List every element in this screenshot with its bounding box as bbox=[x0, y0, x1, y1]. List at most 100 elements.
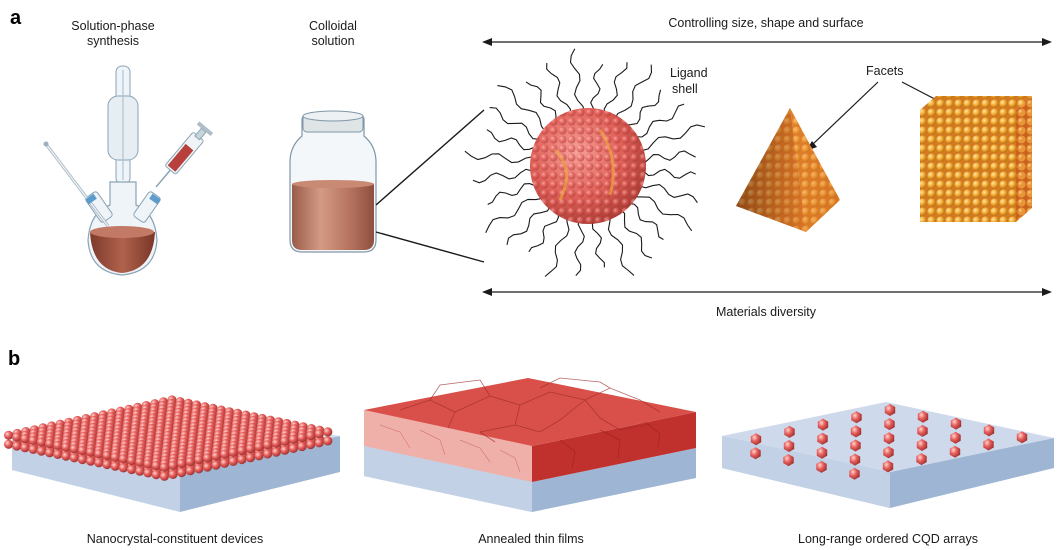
nanocrystal bbox=[177, 458, 187, 469]
nanocrystal bbox=[288, 434, 298, 444]
cqd-particle bbox=[917, 424, 928, 437]
ligand-chain bbox=[624, 89, 662, 126]
cqd-particle bbox=[750, 433, 762, 446]
nanocrystal bbox=[61, 451, 71, 461]
nanocrystal bbox=[211, 451, 221, 461]
nanocrystal bbox=[168, 460, 178, 470]
cqd-particle bbox=[784, 425, 795, 438]
ligand-chain bbox=[627, 203, 664, 240]
controlling-label: Controlling size, shape and surface bbox=[668, 16, 863, 30]
cqd-particle bbox=[883, 446, 894, 459]
nanocrystal bbox=[4, 439, 14, 449]
zoom-line-bottom bbox=[375, 231, 485, 263]
nanocrystal bbox=[127, 464, 137, 475]
nanocrystal bbox=[143, 459, 153, 469]
nanocrystal bbox=[314, 429, 324, 439]
nanocrystal bbox=[86, 447, 96, 457]
nanocrystal bbox=[297, 441, 307, 452]
ligand-chain bbox=[497, 85, 546, 132]
nanocrystal bbox=[254, 442, 264, 452]
nanocrystal bbox=[143, 468, 153, 478]
solution-phase-label-2: synthesis bbox=[87, 34, 139, 48]
cqd-particle bbox=[783, 454, 794, 467]
nanocrystal bbox=[306, 431, 316, 441]
caption-arrays: Long-range ordered CQD arrays bbox=[798, 532, 978, 546]
cqd-particle bbox=[849, 453, 861, 466]
nanocrystal bbox=[306, 440, 316, 450]
ligand-chain bbox=[472, 168, 533, 184]
nanocrystal bbox=[228, 447, 238, 457]
nanocrystal bbox=[185, 466, 195, 476]
nanocrystal bbox=[237, 454, 247, 465]
nanocrystal bbox=[77, 445, 87, 456]
cqd-particle bbox=[816, 446, 828, 459]
nanocrystal bbox=[211, 460, 221, 470]
cqd-particle bbox=[750, 447, 761, 460]
nanocrystal bbox=[151, 470, 161, 480]
cqd-particle bbox=[983, 424, 995, 437]
nanocrystal bbox=[194, 464, 204, 474]
nanocrystal bbox=[45, 439, 55, 449]
ligand-chain bbox=[591, 218, 605, 268]
nanocrystal bbox=[69, 453, 79, 463]
facets-label: Facets bbox=[866, 64, 904, 78]
nanocrystal bbox=[94, 458, 104, 468]
cqd-particle bbox=[916, 439, 928, 451]
ligand-chain bbox=[487, 183, 537, 205]
ligand-chain bbox=[607, 214, 635, 276]
nanocrystal bbox=[271, 447, 281, 457]
cqd-particle bbox=[817, 418, 829, 431]
nanocrystal bbox=[220, 458, 230, 468]
cqd-particle bbox=[917, 410, 929, 423]
cqd-particle bbox=[849, 467, 860, 480]
nanocrystal bbox=[118, 463, 128, 473]
cube-nanocrystal bbox=[920, 96, 1032, 222]
ligand-chain bbox=[633, 196, 693, 232]
nanocrystal bbox=[77, 454, 87, 465]
nanocrystal bbox=[168, 469, 178, 479]
nanocrystal bbox=[263, 440, 273, 450]
nanocrystal bbox=[220, 449, 230, 459]
materials-label: Materials diversity bbox=[716, 305, 817, 319]
nanocrystal bbox=[245, 453, 255, 463]
cqd-particle bbox=[850, 439, 861, 452]
cqd-particle bbox=[884, 418, 895, 431]
nanocrystal bbox=[135, 457, 145, 467]
nanocrystal bbox=[53, 449, 63, 459]
nanocrystal bbox=[202, 453, 212, 463]
ligand-chain bbox=[489, 107, 540, 140]
pyramid-nanocrystal bbox=[736, 108, 840, 232]
nanocrystal bbox=[323, 436, 333, 446]
ligand-chain bbox=[464, 150, 533, 164]
cqd-particle bbox=[783, 440, 795, 452]
flask-apparatus bbox=[43, 65, 214, 276]
nanocrystal bbox=[237, 445, 247, 456]
cqd-particle bbox=[950, 431, 961, 444]
nanocrystal bbox=[20, 443, 30, 453]
panel-a-letter: a bbox=[10, 7, 22, 29]
solution-phase-label-1: Solution-phase bbox=[71, 19, 154, 33]
ligand-chain bbox=[574, 218, 585, 276]
cqd-particle bbox=[884, 404, 896, 416]
ligand-chain bbox=[641, 124, 706, 152]
ligand-chain bbox=[643, 150, 696, 164]
nanocrystal bbox=[45, 448, 55, 458]
ligand-chain bbox=[634, 103, 685, 138]
nanocrystal bbox=[314, 438, 324, 448]
cqd-particle bbox=[983, 438, 994, 451]
nanocrystal bbox=[263, 449, 273, 459]
cqd-particle bbox=[816, 460, 827, 473]
nanocrystal bbox=[28, 435, 38, 445]
nanocrystal-layer bbox=[4, 395, 333, 481]
nanocrystal bbox=[280, 436, 290, 446]
nanocrystal bbox=[36, 437, 47, 447]
nanocrystal bbox=[127, 455, 137, 466]
nanocrystal bbox=[94, 449, 104, 459]
nanocrystal bbox=[53, 440, 63, 450]
nanocrystal bbox=[28, 444, 38, 454]
nanocrystal bbox=[288, 443, 298, 453]
nanocrystal bbox=[135, 466, 145, 476]
nanocrystal bbox=[36, 446, 47, 456]
cqd-particle bbox=[950, 417, 962, 430]
cqd-particle bbox=[850, 425, 862, 438]
